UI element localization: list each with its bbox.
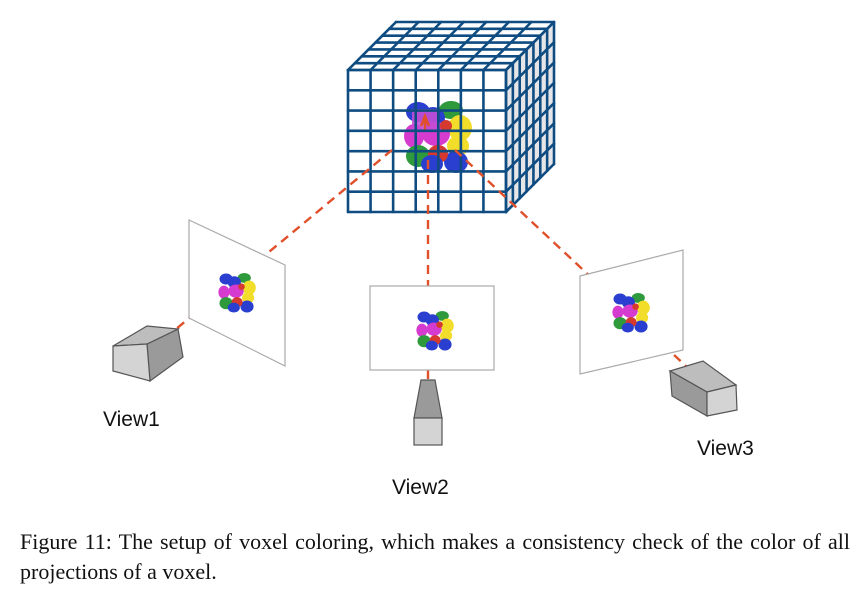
object-blob xyxy=(438,338,452,351)
image-plane-view2 xyxy=(369,285,495,371)
voxel-grid-cube xyxy=(346,20,556,214)
image-plane-view3 xyxy=(579,249,684,375)
voxel-marker-icon xyxy=(419,112,431,130)
cube-top-face xyxy=(348,22,554,70)
projection-view1 xyxy=(218,272,256,313)
object-blob xyxy=(425,340,438,351)
object-blob xyxy=(636,312,649,324)
projection-view3 xyxy=(612,292,650,333)
object-blob xyxy=(632,303,639,311)
view1-label: View1 xyxy=(103,408,160,431)
view2-label: View2 xyxy=(392,476,449,499)
object-blob xyxy=(238,283,245,291)
object-blob xyxy=(612,305,624,319)
image-plane-view1 xyxy=(188,219,286,367)
object-blob xyxy=(227,302,240,313)
figure-caption: Figure 11: The setup of voxel coloring, … xyxy=(20,529,850,584)
object-blob xyxy=(621,322,634,333)
object-blob xyxy=(416,323,428,337)
projection-view2 xyxy=(416,310,454,351)
grid-line xyxy=(504,20,556,72)
object-blob xyxy=(440,318,454,333)
object-blob xyxy=(240,300,254,313)
object-blob xyxy=(242,280,256,295)
object-blob xyxy=(440,330,453,342)
voxel-coloring-diagram xyxy=(112,20,738,446)
object-blob xyxy=(436,321,443,329)
object-blob xyxy=(631,292,645,303)
ray-view3 xyxy=(454,149,689,369)
camera-view1-icon xyxy=(112,325,184,383)
view3-label: View3 xyxy=(697,437,754,460)
object-blob xyxy=(237,272,251,283)
camera-view2-icon xyxy=(413,379,443,446)
object-blob xyxy=(636,300,650,315)
object-blob xyxy=(218,285,230,299)
cube-right-face xyxy=(506,22,554,212)
object-blob xyxy=(440,120,452,132)
cube-grid-lines xyxy=(346,20,556,214)
diagram-canvas xyxy=(112,20,738,446)
camera-view3-icon xyxy=(668,360,738,418)
object-blob xyxy=(435,310,449,321)
object-blob xyxy=(634,320,648,333)
object-blob xyxy=(242,292,255,304)
